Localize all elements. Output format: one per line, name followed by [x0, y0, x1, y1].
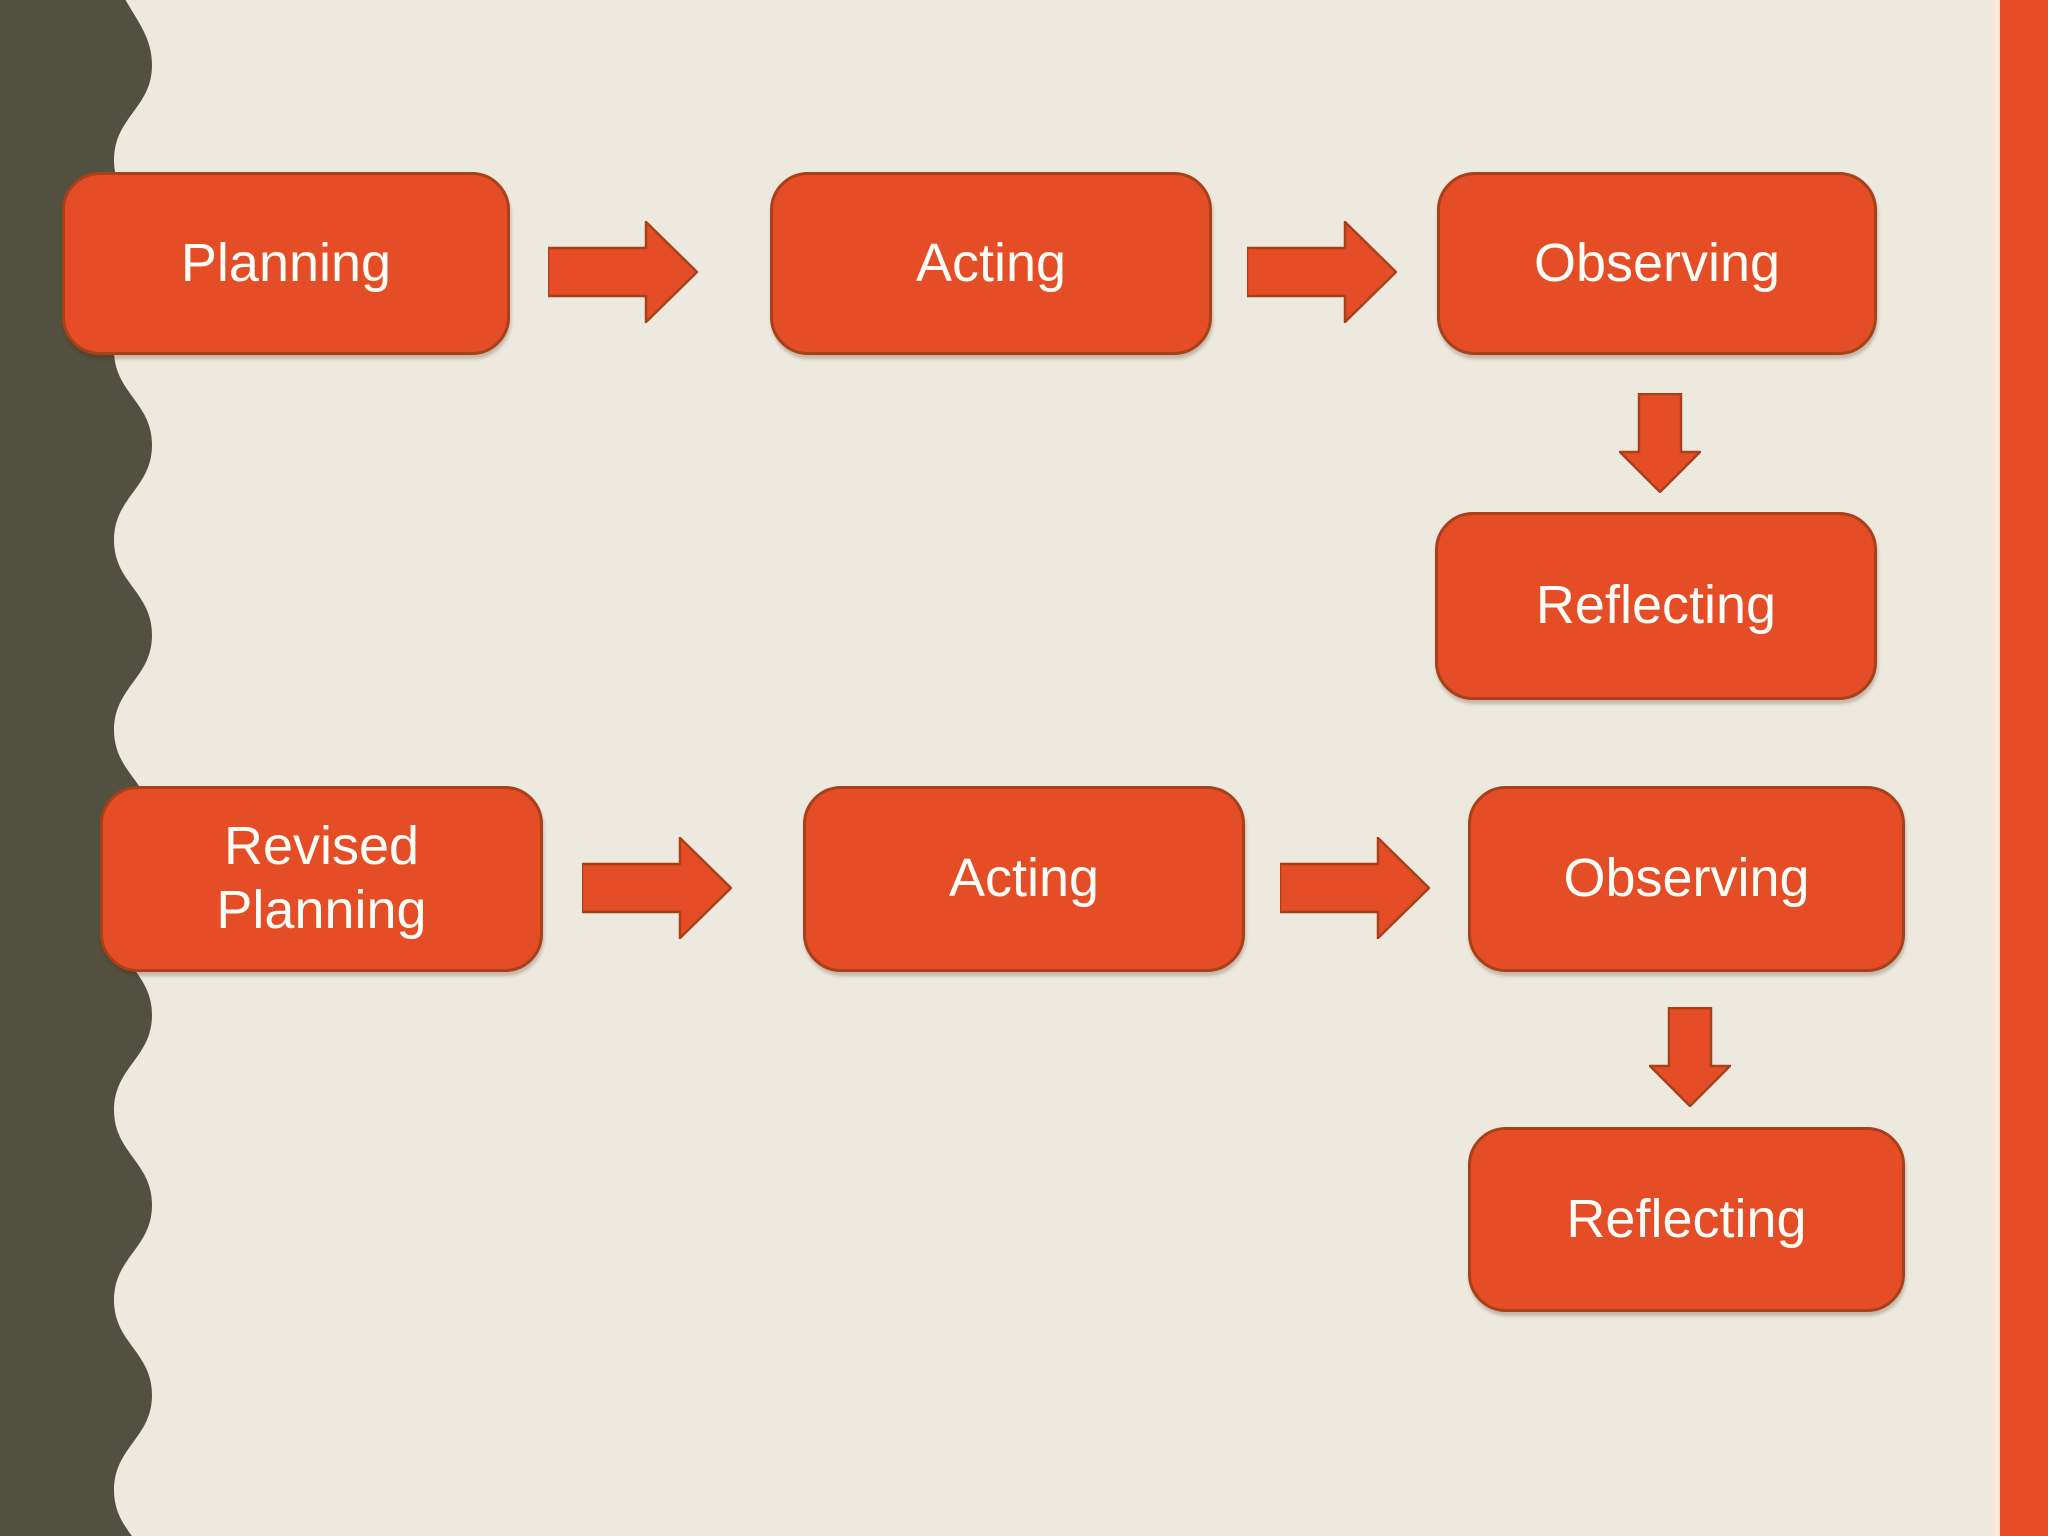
right-arrow-acting-to-observing	[1247, 221, 1397, 323]
node-acting-cycle2-label: Acting	[948, 848, 1100, 909]
node-reflecting-cycle2-label: Reflecting	[1566, 1188, 1807, 1249]
node-revised-planning-label: Revised Planning	[216, 816, 427, 940]
node-observing-cycle2: Observing	[1468, 786, 1905, 972]
node-observing-cycle2-label: Observing	[1563, 848, 1810, 909]
right-arrow-acting-to-observing-cycle2	[1280, 837, 1430, 939]
node-planning: Planning	[62, 172, 510, 355]
down-arrow-observing-to-reflecting-cycle2	[1649, 1007, 1731, 1107]
node-observing-cycle1-label: Observing	[1533, 232, 1781, 293]
node-reflecting-cycle1: Reflecting	[1435, 512, 1877, 700]
right-arrow-planning-to-acting	[548, 221, 698, 323]
node-planning-label: Planning	[180, 232, 392, 293]
node-acting-cycle1-label: Acting	[915, 232, 1067, 293]
node-observing-cycle1: Observing	[1437, 172, 1877, 355]
node-acting-cycle2: Acting	[803, 786, 1245, 972]
down-arrow-observing-to-reflecting	[1619, 393, 1701, 493]
node-revised-planning: Revised Planning	[100, 786, 543, 972]
node-reflecting-cycle2: Reflecting	[1468, 1127, 1905, 1312]
right-arrow-revised-planning-to-acting	[582, 837, 732, 939]
node-acting-cycle1: Acting	[770, 172, 1212, 355]
left-wave-band	[0, 0, 152, 1536]
wave-shape	[0, 0, 152, 1536]
node-reflecting-cycle1-label: Reflecting	[1535, 575, 1777, 636]
right-accent-stripe	[1993, 0, 2048, 1536]
